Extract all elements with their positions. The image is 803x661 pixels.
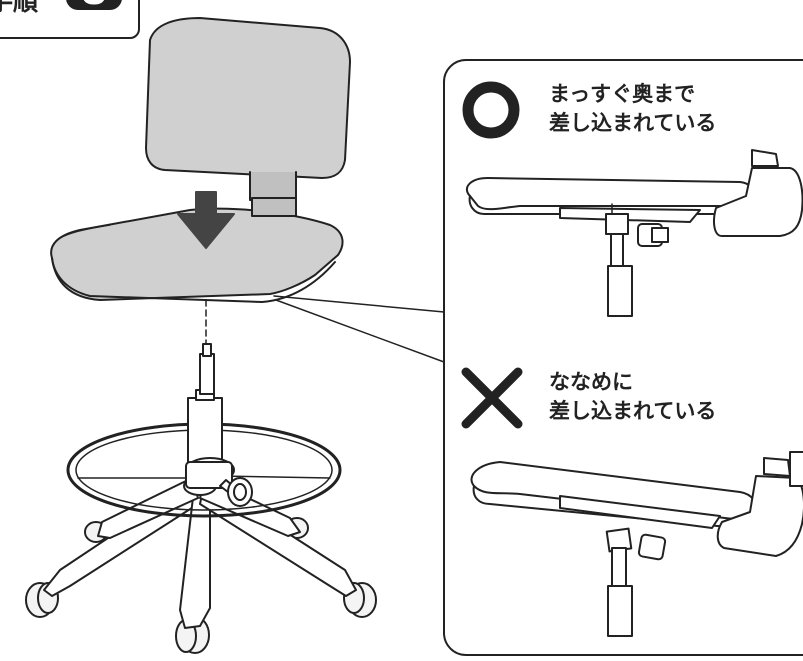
backrest	[145, 17, 351, 217]
ok-label-line2: 差し込まれている	[549, 111, 717, 135]
callout-panel	[273, 59, 803, 656]
ok-seat-illustration	[465, 149, 803, 317]
step-label: 手順	[0, 0, 39, 16]
circle-ok-icon	[462, 81, 520, 139]
down-arrow-icon	[177, 191, 235, 249]
ng-seat-illustration	[470, 451, 803, 637]
ng-label-line1: ななめに	[549, 370, 633, 394]
ng-label-line2: 差し込まれている	[549, 399, 717, 423]
cross-ng-icon	[461, 367, 523, 429]
height-knob	[219, 477, 253, 507]
seat	[50, 207, 344, 303]
step-number: 8	[66, 0, 122, 13]
chair-illustration	[25, 17, 377, 654]
gas-cylinder	[185, 343, 235, 489]
step-badge: 手順 8	[0, 0, 140, 39]
ok-label-line1: まっすぐ奥まで	[549, 82, 696, 106]
